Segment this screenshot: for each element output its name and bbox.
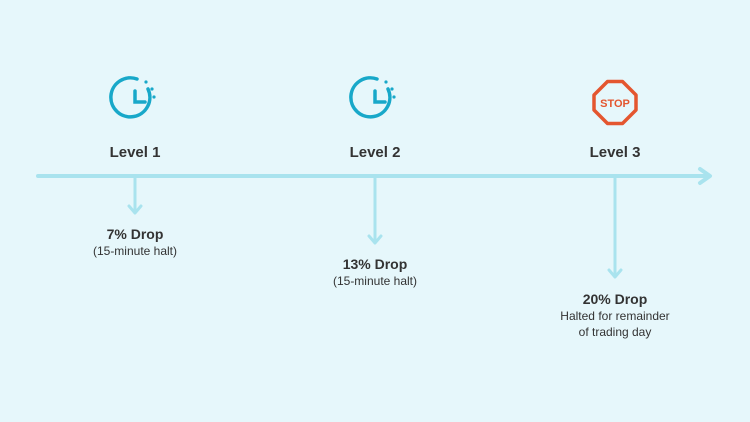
timeline-arrowhead — [698, 167, 712, 185]
level-3-drop-desc-line-1: Halted for remainder — [560, 309, 670, 323]
level-3-title: Level 3 — [589, 144, 641, 161]
level-1-drop-arrow — [127, 174, 143, 215]
level-3-drop-arrow — [607, 174, 623, 279]
level-3-stop-sign-icon: STOP — [592, 79, 638, 126]
level-2-clock-icon — [349, 76, 396, 119]
level-1-drop-info: 7% Drop (15-minute halt) — [35, 226, 235, 259]
level-2-drop-info: 13% Drop (15-minute halt) — [275, 256, 475, 289]
level-2-title: Level 2 — [349, 144, 401, 161]
level-1-drop-desc: (15-minute halt) — [92, 244, 178, 258]
level-2-drop-arrow — [367, 174, 383, 245]
level-3-drop-info: 20% Drop Halted for remainder of trading… — [515, 291, 715, 340]
level-1-clock-icon — [109, 76, 156, 119]
level-1-title: Level 1 — [109, 144, 161, 161]
level-2-drop-title: 13% Drop — [342, 256, 408, 272]
level-3-drop-desc-line-2: of trading day — [578, 325, 652, 339]
level-3-drop-title: 20% Drop — [582, 291, 648, 307]
stop-sign-text: STOP — [600, 98, 630, 110]
level-2-drop-desc: (15-minute halt) — [332, 274, 418, 288]
level-1-drop-title: 7% Drop — [106, 226, 164, 242]
